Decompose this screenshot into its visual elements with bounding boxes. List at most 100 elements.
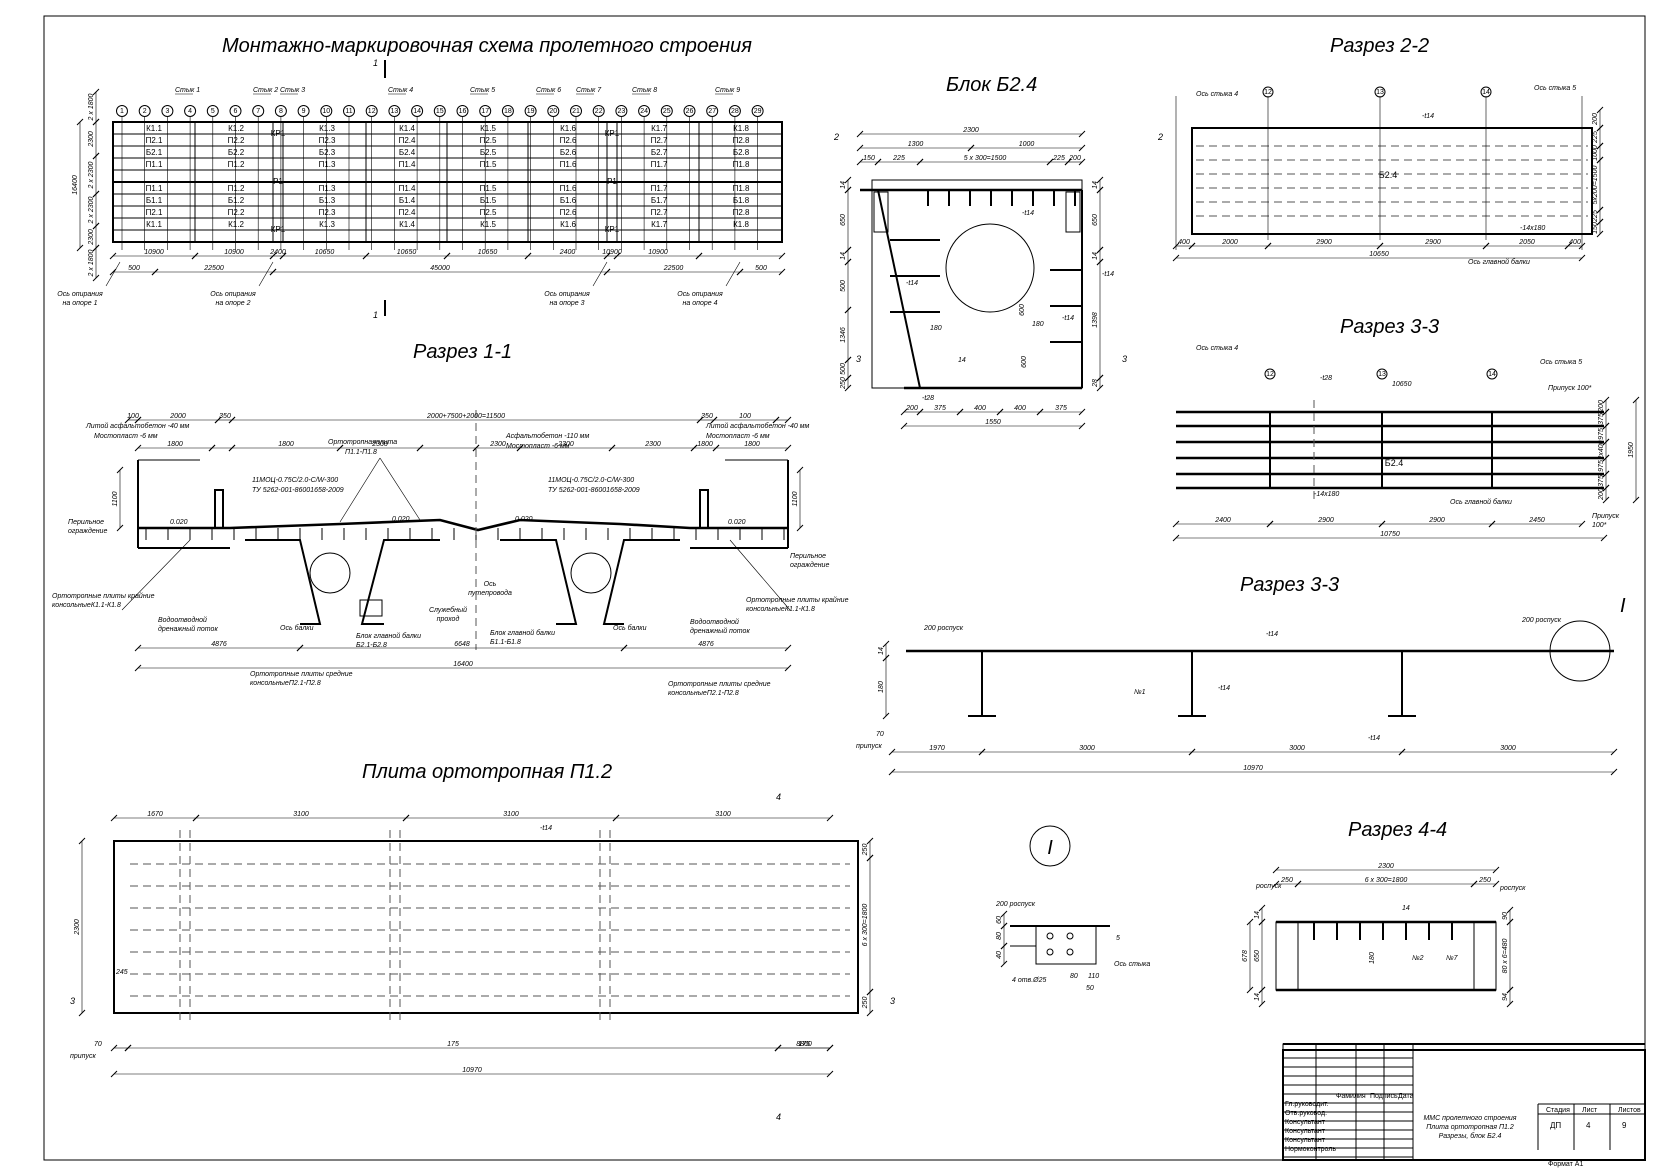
dim-tick <box>888 748 896 756</box>
dim-tick <box>695 252 703 260</box>
height-dim-left: 1100 <box>112 491 119 506</box>
dim-tick <box>603 252 611 260</box>
panel-mark: П2.8 <box>733 208 750 217</box>
axis-bubble <box>1486 368 1498 380</box>
stage-head: Стадия <box>1546 1107 1570 1114</box>
panel-mark: Б2.6 <box>560 148 577 157</box>
girder-right-web2 <box>602 539 680 625</box>
axis-number: 21 <box>572 108 580 115</box>
role-label: Консультант <box>1285 1137 1326 1144</box>
dim-tick <box>1000 922 1008 930</box>
joint-axis-5: Ось стыка 5 <box>1534 85 1576 92</box>
panel-mark: Б2.1 <box>146 148 163 157</box>
dim-tick <box>1272 866 1280 874</box>
panel-mark: К1.8 <box>733 220 749 229</box>
release-left: роспуск <box>1255 883 1282 890</box>
dim-tick <box>269 268 277 276</box>
allowance-label: Припуск 100* <box>1548 385 1592 392</box>
dim-tick <box>402 814 410 822</box>
crossbeam-label: КР1 <box>605 129 620 138</box>
dim-tick <box>416 444 424 452</box>
axis-number: 16 <box>459 108 467 115</box>
dim-tick <box>772 416 780 424</box>
axis-number: 14 <box>413 108 421 115</box>
axis-bubble <box>138 105 151 117</box>
dim-tick <box>1482 242 1490 250</box>
tu-left: ТУ 5262-001-86001658-2009 <box>252 487 344 494</box>
dim-tick <box>1078 144 1086 152</box>
dim-tick <box>882 712 890 720</box>
dim-tick <box>110 814 118 822</box>
axis-bubble <box>501 105 514 117</box>
bolt-hole <box>1046 948 1054 956</box>
axis-number: 13 <box>1376 89 1384 96</box>
ortho-range: П1.1-П1.8 <box>345 449 377 456</box>
panel-mark: К1.2 <box>228 220 244 229</box>
dim-bottom: 400 <box>1178 239 1190 246</box>
axis-number: 27 <box>708 108 716 115</box>
dim-tick <box>1096 176 1104 184</box>
dim-tick <box>996 408 1004 416</box>
axis-bubble <box>388 105 401 117</box>
axis-number: 29 <box>754 108 762 115</box>
axis-number: 28 <box>731 108 739 115</box>
main-scheme: Монтажно-маркировочная схема пролетного … <box>57 35 786 320</box>
crossbeam-label: Р1 <box>273 177 283 186</box>
second-dim: 1800 <box>167 441 183 448</box>
bottom-dim: 6648 <box>454 641 470 648</box>
dim-tick <box>900 408 908 416</box>
dim-right: 225 <box>1592 210 1599 223</box>
side-dim: 2 x 2300 <box>88 196 95 224</box>
second-dim: 1800 <box>278 441 294 448</box>
dim-bottom: 2900 <box>1317 517 1334 524</box>
dim-left: 500 <box>840 363 847 375</box>
dim-bottom: 2450 <box>1528 517 1545 524</box>
joint-axis-5: Ось стыка 5 <box>1540 359 1582 366</box>
dim-tick <box>1064 158 1072 166</box>
panel-mark: Б1.3 <box>319 196 336 205</box>
joint-label: Стык 9 <box>715 87 740 94</box>
dim-tick <box>784 444 792 452</box>
panel-mark: П1.6 <box>560 160 577 169</box>
dim-right: 1000 <box>1592 145 1599 161</box>
axis-number: 8 <box>279 108 283 115</box>
panel-mark: К1.1 <box>146 124 162 133</box>
main-scheme-title: Монтажно-маркировочная схема пролетного … <box>222 35 752 57</box>
dim-tick <box>134 444 142 452</box>
thickness-label: -t14 <box>1062 315 1074 322</box>
bolt-hole <box>1066 932 1074 940</box>
joint-label: Стык 7 <box>576 87 602 94</box>
panel-mark: П1.2 <box>228 184 245 193</box>
role-label: Консультант <box>1285 1128 1326 1135</box>
slope-label: 0.020 <box>392 516 410 523</box>
axis-bubble <box>1264 368 1276 380</box>
panel-mark: П1.1 <box>146 160 163 169</box>
dim-tick <box>956 408 964 416</box>
dim-tick <box>1096 384 1104 392</box>
dim-tick <box>1602 438 1610 446</box>
panel-mark: Б1.1 <box>146 196 163 205</box>
thickness-label: -t14 <box>906 280 918 287</box>
dim-bottom: 3000 <box>1289 745 1305 752</box>
dim-tick <box>1246 986 1254 994</box>
second-dim: 2300 <box>371 441 388 448</box>
dim-right: 94 <box>1502 993 1509 1001</box>
joint-label: Стык 5 <box>470 87 495 94</box>
total-width-dim: 16400 <box>72 175 79 195</box>
dim-tick <box>1078 408 1086 416</box>
dim-label: 14 <box>958 357 966 364</box>
panel-mark: П1.3 <box>319 160 336 169</box>
end-plate-left <box>1275 921 1299 991</box>
panel-mark: П1.8 <box>733 184 750 193</box>
axis-number: 10 <box>322 108 330 115</box>
panel-mark: П2.5 <box>480 136 497 145</box>
dim-tick <box>826 1070 834 1078</box>
beam-outline <box>1191 127 1593 235</box>
ortho-plate-label: Ортотропнаяплита <box>328 439 397 446</box>
